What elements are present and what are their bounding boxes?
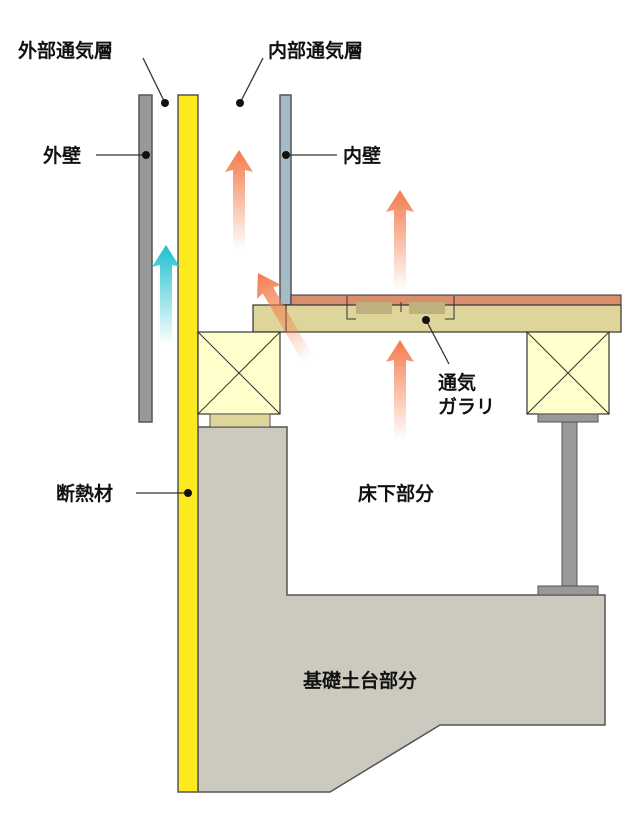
cool-air-arrow-icon xyxy=(152,245,180,345)
label-outer-wall: 外壁 xyxy=(43,144,81,167)
label-foundation: 基礎土台部分 xyxy=(302,669,417,692)
insulation xyxy=(177,94,199,793)
warm-air-arrow-icon xyxy=(225,150,253,250)
label-outer-vent-layer: 外部通気層 xyxy=(18,39,113,62)
inner-wall xyxy=(279,94,292,306)
label-vent-grille-1: 通気 xyxy=(438,371,476,394)
warm-air-arrow-icon xyxy=(386,340,414,440)
warm-air-arrow-icon xyxy=(386,190,414,290)
leader-lines xyxy=(96,57,450,497)
vent-grille xyxy=(346,296,455,320)
label-inner-vent-layer: 内部通気層 xyxy=(268,39,363,62)
outer-wall xyxy=(138,94,153,423)
label-inner-wall: 内壁 xyxy=(343,144,381,167)
beam-and-post-right xyxy=(526,331,610,596)
label-underfloor: 床下部分 xyxy=(358,482,434,505)
floor-finish xyxy=(290,294,622,306)
label-insulation: 断熱材 xyxy=(56,482,113,505)
sill-beam-left xyxy=(197,331,281,428)
foundation xyxy=(197,426,606,793)
label-vent-grille-2: ガラリ xyxy=(438,396,495,418)
